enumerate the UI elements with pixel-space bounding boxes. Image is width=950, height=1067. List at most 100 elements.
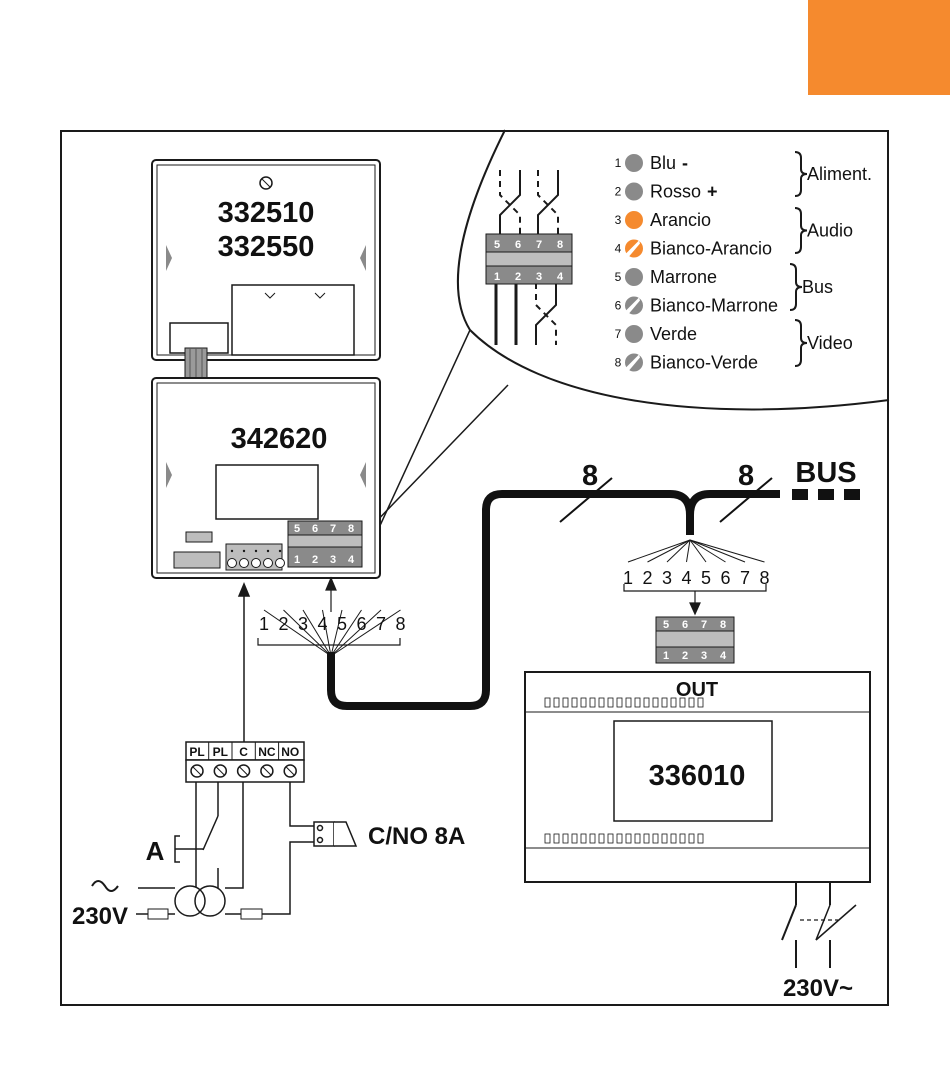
fan-right-wire-8 <box>690 540 765 562</box>
wire-name-2: Rosso+ <box>650 182 718 202</box>
wire-dot-7 <box>625 325 643 343</box>
terminal-label-nc-3: NC <box>258 745 276 759</box>
vent-slot <box>635 834 640 843</box>
vent-slot <box>617 698 622 707</box>
wire-number-6: 6 <box>615 299 622 313</box>
brace-1 <box>795 208 807 253</box>
vent-slot <box>554 698 559 707</box>
vent-slot <box>608 834 613 843</box>
fan-number-3: 3 <box>298 614 308 634</box>
fan-right-number-7: 7 <box>740 568 750 588</box>
vent-slot <box>617 834 622 843</box>
vent-slot <box>680 834 685 843</box>
vent-slot <box>572 834 577 843</box>
model-336010-label: 336010 <box>649 760 746 792</box>
fan-number-6: 6 <box>356 614 366 634</box>
mains-left-label: 230V <box>72 903 128 930</box>
vent-slot <box>626 698 631 707</box>
relay-label: C/NO 8A <box>368 823 465 850</box>
brace-0 <box>795 152 807 196</box>
wire-name-6: Bianco-Marrone <box>650 296 778 316</box>
fuse-icon-2 <box>241 909 262 919</box>
fan-number-4: 4 <box>317 614 327 634</box>
terminal-screw-icon <box>276 559 285 568</box>
vent-slot <box>572 698 577 707</box>
fan-right-number-8: 8 <box>759 568 769 588</box>
fan-right-number-4: 4 <box>681 568 691 588</box>
wire-sign-2: + <box>707 182 718 202</box>
magnifier-pin-4: 4 <box>557 271 564 283</box>
vent-slot <box>563 698 568 707</box>
power-unit-pin-8: 8 <box>720 619 726 631</box>
terminal-screw-icon <box>264 559 273 568</box>
terminal-dot <box>267 550 269 552</box>
wire-number-3: 3 <box>615 213 622 227</box>
button-a-label: A <box>146 836 165 866</box>
power-unit-connector: 5678 1234 <box>656 617 734 663</box>
vent-slot <box>698 834 703 843</box>
vent-slot <box>590 698 595 707</box>
bus-label: BUS <box>795 457 856 489</box>
transformer-icon <box>175 886 225 916</box>
magnifier-pin-2: 2 <box>515 271 521 283</box>
module-pin-2: 2 <box>312 554 318 566</box>
fan-number-1: 1 <box>259 614 269 634</box>
wire-number-7: 7 <box>615 327 622 341</box>
fan-right-wire-1 <box>628 540 690 562</box>
power-unit-pin-7: 7 <box>701 619 707 631</box>
power-unit-pin-5: 5 <box>663 619 669 631</box>
magnifier-pin-3: 3 <box>536 271 542 283</box>
terminal-dot <box>279 550 281 552</box>
bus-cable-out <box>690 494 780 535</box>
vent-slot <box>644 698 649 707</box>
wire-number-1: 1 <box>615 156 622 170</box>
vent-slot <box>599 698 604 707</box>
fan-right-number-6: 6 <box>720 568 730 588</box>
model-342620-label: 342620 <box>231 423 328 455</box>
power-unit-pin-2: 2 <box>682 650 688 662</box>
magnifier-pin-6: 6 <box>515 239 521 251</box>
module-pin-7: 7 <box>330 523 336 535</box>
wire-name-7: Verde <box>650 324 697 344</box>
wire-dot-2 <box>625 183 643 201</box>
wire-name-4: Bianco-Arancio <box>650 239 772 259</box>
vent-slot <box>653 834 658 843</box>
vent-slot <box>662 834 667 843</box>
fan-right-number-2: 2 <box>642 568 652 588</box>
terminal-screw-icon <box>240 559 249 568</box>
vent-slot <box>581 834 586 843</box>
vent-slot <box>554 834 559 843</box>
bus-dashes <box>792 489 860 500</box>
terminal-label-pl-0: PL <box>189 745 204 759</box>
magnifier-pointer-line-1 <box>366 330 470 556</box>
brace-2 <box>790 264 802 310</box>
group-label-aliment: Aliment. <box>807 164 872 184</box>
power-unit-pin-4: 4 <box>720 650 727 662</box>
vent-slot <box>626 834 631 843</box>
vent-slot <box>689 834 694 843</box>
fan-number-7: 7 <box>376 614 386 634</box>
vent-slot <box>644 834 649 843</box>
group-label-video: Video <box>807 333 853 353</box>
terminal-screw-icon <box>252 559 261 568</box>
wire-name-1: Blu- <box>650 153 688 173</box>
vent-slot <box>671 834 676 843</box>
terminal-dot <box>231 550 233 552</box>
wire-name-8: Bianco-Verde <box>650 353 758 373</box>
module-pin-4: 4 <box>348 554 355 566</box>
vent-slot <box>590 834 595 843</box>
vent-slot <box>653 698 658 707</box>
power-unit-pin-6: 6 <box>682 619 688 631</box>
wire-number-5: 5 <box>615 270 622 284</box>
brace-3 <box>795 320 807 366</box>
terminal-label-no-4: NO <box>281 745 299 759</box>
conductor-count-2: 8 <box>738 460 754 492</box>
model-332550-label: 332550 <box>218 231 315 263</box>
push-button-a <box>175 836 203 862</box>
terminal-screw-icon <box>228 559 237 568</box>
power-unit-out-label: OUT <box>676 679 718 701</box>
conductor-count-1: 8 <box>582 460 598 492</box>
